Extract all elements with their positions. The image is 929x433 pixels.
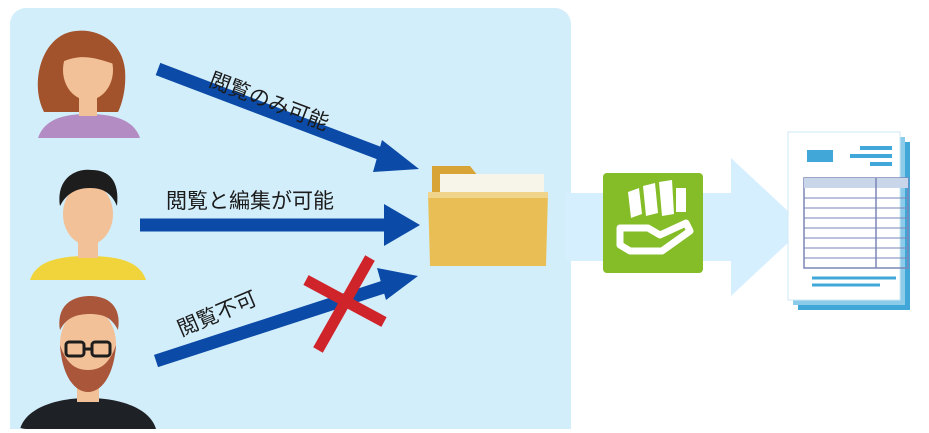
- user-bearded-man-avatar: [20, 296, 156, 429]
- permission-label-view-edit: 閲覧と編集が可能: [166, 189, 334, 213]
- arrow-view-only: [155, 62, 419, 172]
- red-x-icon: [303, 255, 387, 353]
- user-man-avatar: [30, 169, 146, 280]
- folder-icon: [428, 166, 548, 266]
- hand-document-icon: [603, 173, 703, 273]
- document-form-icon: [787, 131, 910, 310]
- arrow-view-edit: [140, 204, 420, 246]
- user-woman-avatar: [37, 30, 140, 138]
